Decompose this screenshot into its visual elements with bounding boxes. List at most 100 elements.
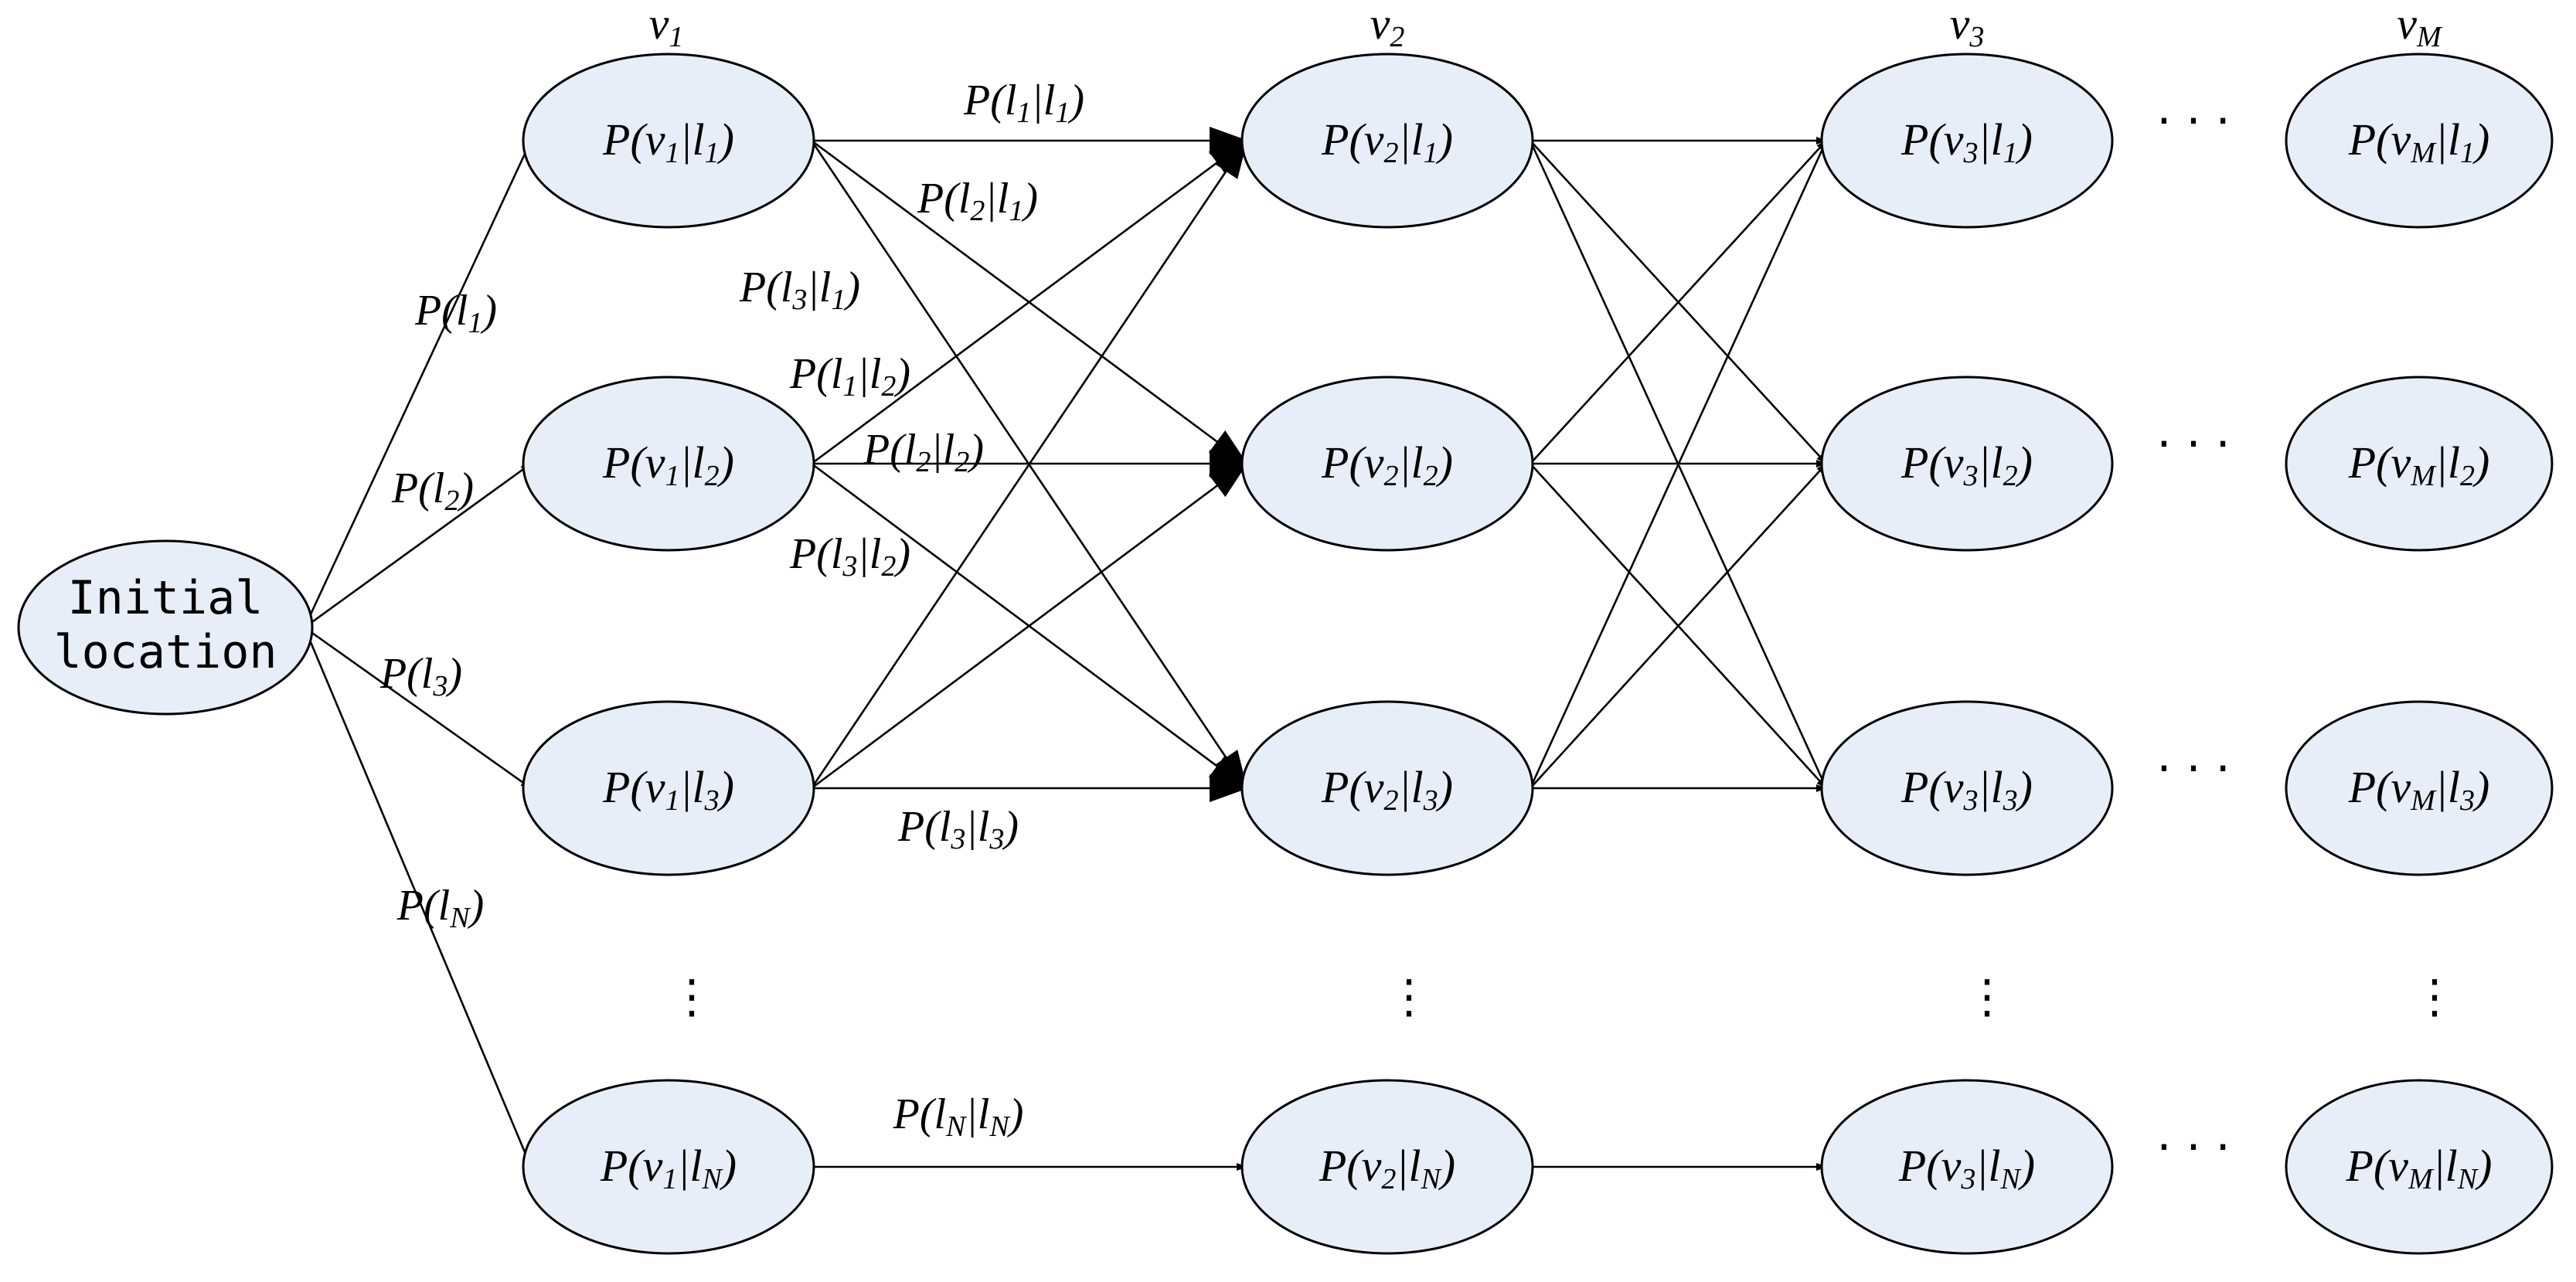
state-node-label-part: ) (2016, 114, 2033, 165)
state-node-label: P(v2|lN) (1319, 1141, 1455, 1195)
transition-label-l2-l1-part: 1 (1009, 195, 1023, 227)
transition-label-lN-lN-part: ) (1007, 1090, 1024, 1138)
transition-label-l2-l1-part: P(l (917, 175, 970, 223)
state-node-label-part: P(v (1321, 762, 1384, 812)
labels-layer: InitiallocationP(v1|l1)P(v1|l2)P(v1|l3)P… (54, 0, 2493, 1195)
transition-label-l3-l3-part: P(l (897, 803, 951, 851)
initial-edge-label-3: P(lN) (396, 882, 484, 934)
column-label-main: v (1370, 0, 1390, 49)
column-label-sub: 2 (1390, 21, 1404, 53)
state-node-label-part: ) (2472, 437, 2489, 488)
state-node-label-part: 1 (665, 137, 680, 169)
transition-label-l1-l2-part: P(l (789, 350, 842, 398)
state-node-label-part: |l (1979, 762, 2003, 812)
vertical-ellipsis-col-2: ⋮ (1964, 970, 2010, 1024)
state-node-label-part: ) (2472, 762, 2489, 812)
state-node-label-part: N (701, 1163, 723, 1195)
column-label-2: v3 (1950, 0, 1985, 53)
transition-label-lN-lN-part: P(l (893, 1090, 946, 1138)
state-node-label-part: 2 (1424, 460, 1438, 492)
column-label-main: v (2397, 0, 2417, 49)
initial-edge-label-3-part: ) (468, 882, 485, 930)
state-node-label-part: ) (2475, 1141, 2492, 1191)
state-node-label-part: 2 (1384, 137, 1399, 169)
transition-label-lN-lN-part: |l (965, 1090, 989, 1138)
transition-label-l1-l1-part: 1 (1016, 97, 1031, 129)
transition-label-l3-l3-part: 3 (989, 823, 1004, 855)
state-node-label-part: |l (1975, 1141, 2000, 1191)
initial-edge-label-0-part: 1 (468, 307, 482, 339)
transition-label-l1-l2-part: |l (857, 350, 881, 398)
initial-edge-label-1: P(l2) (391, 464, 474, 517)
state-node-label-part: |l (680, 437, 705, 488)
state-node-label: P(v3|l3) (1901, 762, 2033, 817)
vertical-ellipsis-col-1: ⋮ (1386, 970, 1432, 1024)
state-node-label-part: P(v (1321, 114, 1384, 165)
state-node-col1-row0 (1240, 53, 1534, 229)
state-node-label-part: ) (1438, 1141, 1455, 1191)
state-node-col3-row0 (2285, 53, 2554, 229)
state-node-col0-row3 (522, 1079, 815, 1255)
state-node-col0-row2 (522, 700, 815, 876)
horizontal-ellipsis-row-3: · · · (2156, 1120, 2230, 1175)
state-node-label-part: P(v (1321, 437, 1384, 488)
transition-label-l3-l3-part: |l (965, 803, 989, 851)
state-node-label-part: 1 (662, 1163, 677, 1195)
column-label-sub: 1 (669, 21, 683, 53)
state-node-label: P(v1|l1) (602, 114, 734, 169)
horizontal-ellipsis-row-2: · · · (2156, 742, 2230, 796)
transition-label-l1-l1-part: P(l (963, 77, 1016, 124)
state-node-label: P(vM|lN) (2346, 1141, 2493, 1195)
initial-edge-label-2-part: ) (445, 650, 462, 698)
state-node-label-part: |l (2435, 114, 2460, 165)
edge-col1-row2-to-col2-row0 (1529, 140, 1828, 789)
column-label-sub: 3 (1969, 21, 1984, 53)
initial-edge-label-2: P(l3) (379, 650, 462, 702)
transition-label-l1-l1-part: 1 (1055, 97, 1070, 129)
state-node-label: P(v3|l2) (1901, 437, 2033, 492)
initial-edge-label-2-part: 3 (432, 670, 447, 702)
state-node-label-part: 3 (704, 784, 720, 817)
column-label-0: v1 (649, 0, 684, 53)
transition-label-l2-l2-part: ) (967, 426, 984, 474)
transition-label-l2-l2-part: |l (931, 426, 955, 474)
state-node-col2-row0 (1820, 53, 2114, 229)
edge-initial-to-row-0 (303, 140, 533, 628)
state-node-label-part: N (1999, 1163, 2022, 1195)
state-node-label: P(vM|l2) (2348, 437, 2490, 492)
nodes-layer (17, 53, 2554, 1255)
state-node-label: P(v3|lN) (1898, 1141, 2035, 1195)
state-node-col3-row3 (2285, 1079, 2554, 1255)
state-node-label-part: M (2408, 1163, 2435, 1195)
initial-edge-label-1-part: 2 (444, 485, 459, 517)
transition-label-l3-l1-part: P(l (739, 264, 792, 311)
state-node-label-part: P(v (1319, 1141, 1382, 1191)
state-node-label-part: 1 (2460, 137, 2475, 169)
state-node-label-part: ) (717, 114, 734, 165)
initial-location-node (17, 539, 314, 716)
state-node-label-part: 3 (1960, 1163, 1975, 1195)
edge-col0-row2-to-col1-row0 (810, 139, 1248, 789)
state-node-label-part: P(v (1901, 762, 1964, 812)
transition-label-l2-l2: P(l2|l2) (863, 426, 984, 478)
transition-label-l3-l2-part: P(l (789, 530, 842, 578)
transition-label-l2-l2-part: 2 (916, 446, 931, 478)
state-node-label-part: 1 (1424, 137, 1438, 169)
state-node-label-part: ) (1436, 114, 1453, 165)
edge-initial-to-row-1 (304, 462, 532, 629)
transition-label-l1-l1: P(l1|l1) (963, 77, 1084, 129)
state-node-label-part: |l (1399, 437, 1424, 488)
state-node-col2-row3 (1820, 1079, 2114, 1255)
state-node-label: P(vM|l3) (2348, 762, 2490, 817)
transition-label-l3-l2-part: 3 (842, 550, 857, 583)
vertical-ellipsis-col-0: ⋮ (669, 970, 715, 1024)
state-node-label-part: P(v (602, 762, 665, 812)
transition-label-l2-l1-part: |l (985, 175, 1009, 223)
state-node-label-part: 3 (1963, 460, 1979, 492)
state-node-label-part: 2 (2460, 460, 2475, 492)
state-node-label-part: 1 (665, 784, 680, 817)
state-node-col1-row2 (1240, 700, 1534, 876)
state-node-label-part: 3 (1963, 784, 1979, 817)
state-node-label-part: |l (677, 1141, 702, 1191)
transition-label-l1-l2-part: 2 (881, 370, 896, 403)
